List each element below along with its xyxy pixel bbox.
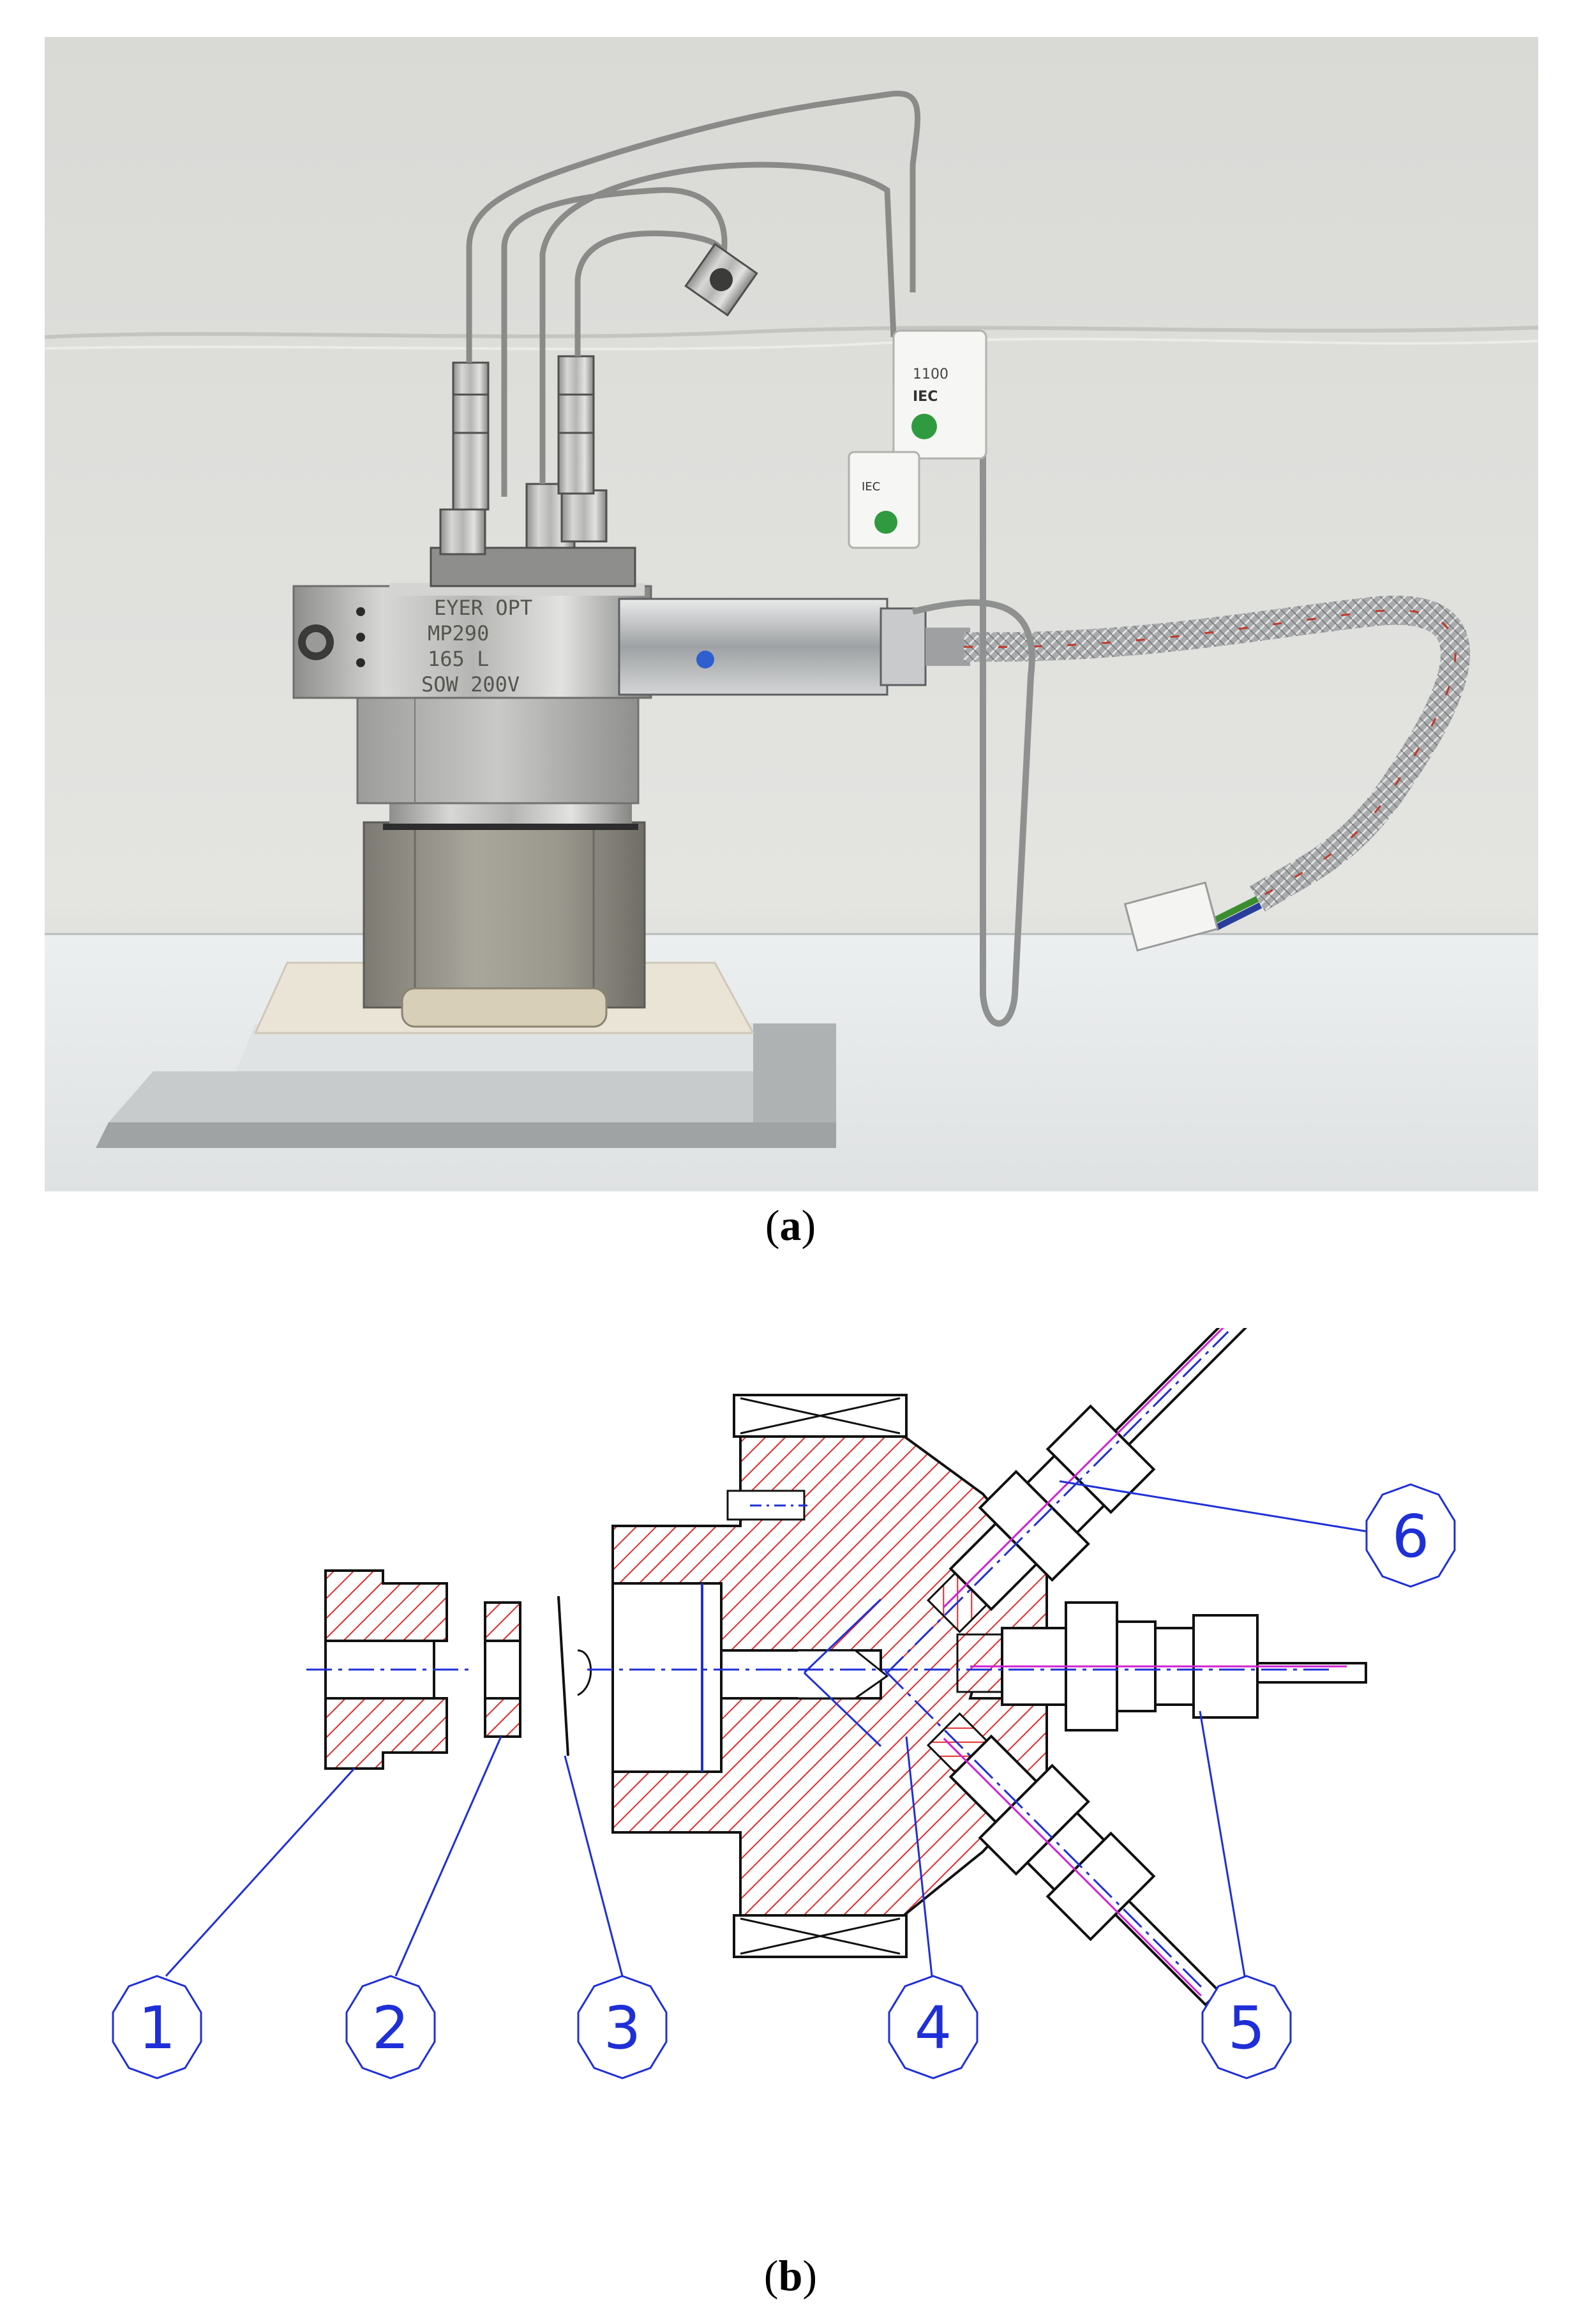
svg-text:IEC: IEC [913,389,938,405]
capillary-tubes [466,91,921,497]
top-fittings [430,355,636,587]
caption-a-close: ) [801,1201,816,1249]
caption-b-close: ) [802,2251,818,2300]
part-3-membrane [557,1596,592,1756]
cross-section-drawing: 1 2 3 4 5 6 [112,1328,1456,2079]
svg-text:3: 3 [604,1994,641,2062]
photo-panel-a: EYER OPT MP290 165 L SOW 200V [45,37,1538,1191]
part-4-lower-fitting [884,1670,1221,2007]
caption-b-letter: b [778,2251,803,2300]
callout-2: 2 [345,1975,436,2079]
part-2-ring [484,1601,521,1738]
caption-a-letter: a [779,1201,802,1249]
svg-text:SOW 200V: SOW 200V [421,672,520,697]
part-5-right-fitting [956,1601,1367,1732]
svg-text:2: 2 [372,1994,410,2062]
svg-text:EYER OPT: EYER OPT [434,596,532,620]
callout-3: 3 [577,1975,668,2079]
callout-4: 4 [888,1975,978,2079]
caption-b-open: ( [763,2251,779,2300]
caption-a-open: ( [765,1201,780,1249]
svg-text:165 L: 165 L [428,647,489,671]
svg-text:IEC: IEC [862,480,880,494]
iec-connector-small: IEC [848,451,920,549]
callout-1: 1 [112,1975,202,2079]
reactor-photo: EYER OPT MP290 165 L SOW 200V [45,37,1538,1191]
svg-text:5: 5 [1228,1994,1266,2062]
svg-text:4: 4 [915,1994,952,2062]
callout-5: 5 [1201,1975,1292,2079]
part-1-plug [324,1569,448,1770]
leader-lines [165,1480,1373,1977]
part-6-upper-fitting [884,1328,1253,1676]
nameplate-text: EYER OPT MP290 165 L SOW 200V [421,596,532,697]
drawing-panel-b: 1 2 3 4 5 6 [0,1328,1581,2196]
svg-text:MP290: MP290 [428,621,489,645]
callout-6: 6 [1365,1483,1456,1588]
iec-connector-large: 1100 IEC [892,329,987,460]
svg-text:1100: 1100 [913,366,948,382]
svg-text:1: 1 [139,1994,176,2062]
caption-b: (b) [0,2251,1581,2301]
caption-a: (a) [0,1200,1581,1251]
reactor-body [611,1394,1048,1958]
svg-text:6: 6 [1392,1502,1430,1571]
